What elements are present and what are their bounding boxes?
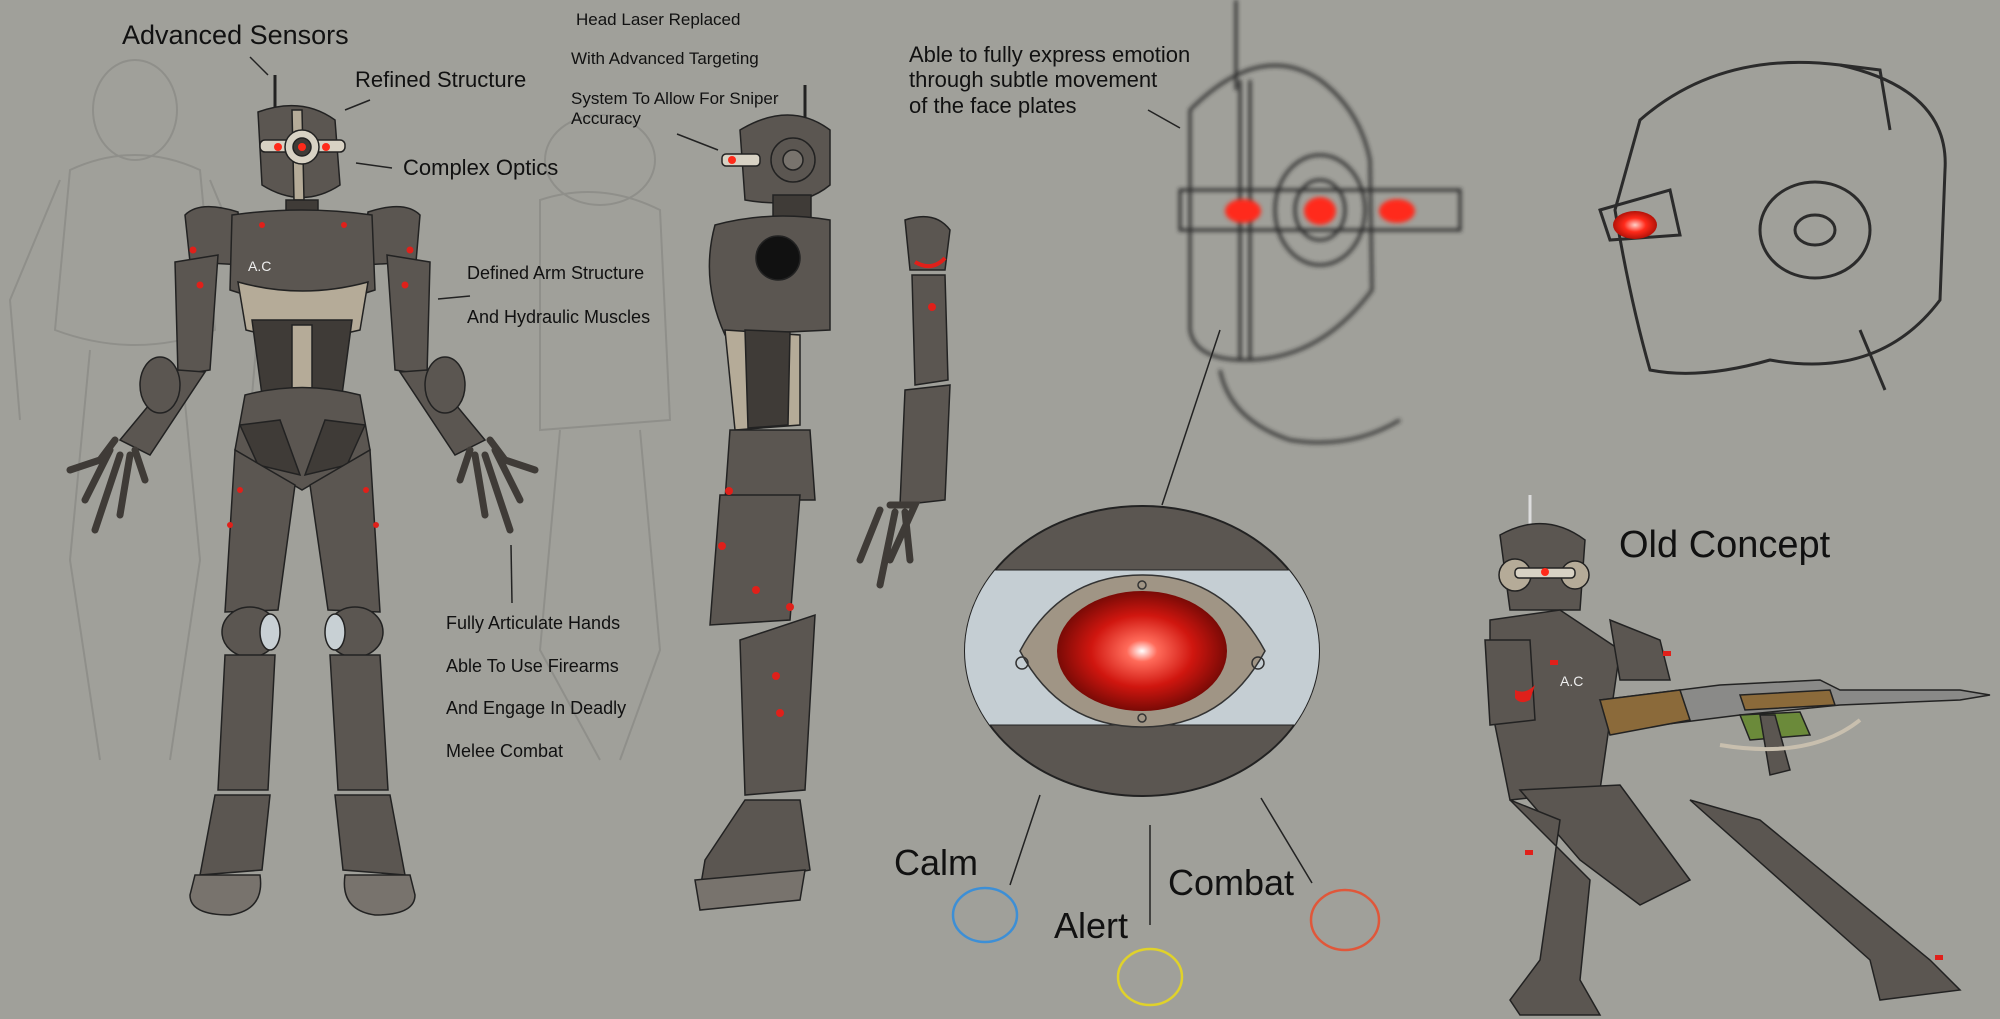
old-chest-marking: A.C [1560,673,1584,689]
defined-arm-label-1: Defined Arm Structure [467,263,645,283]
side-view-robot [694,85,951,911]
front-head-sketch [1178,0,1462,444]
alert-label: Alert [1054,905,1129,946]
leader-lines [249,56,1313,925]
old-concept-robot [1484,495,1991,1016]
advanced-sensors-label: Advanced Sensors [122,20,349,50]
side-head-sketch [1598,60,1947,391]
hands-label-3: And Engage In Deadly [446,698,627,718]
hands-label-4: Melee Combat [446,741,564,761]
background-sketch [8,59,672,761]
calm-label: Calm [894,842,979,883]
alert-indicator [1116,947,1184,1007]
defined-arm-label-2: And Hydraulic Muscles [467,307,651,327]
front-view-robot [66,75,539,916]
combat-label: Combat [1168,862,1295,903]
combat-indicator [1309,888,1381,952]
complex-optics-label: Complex Optics [403,155,559,180]
hands-label-2: Able To Use Firearms [446,656,619,676]
laser-label-3: System To Allow For Sniper Accuracy [571,89,779,128]
calm-indicator [951,886,1019,944]
eye-closeup [964,505,1320,797]
laser-label-1: Head Laser Replaced [576,10,741,29]
chest-marking: A.C [248,258,272,274]
hands-label-1: Fully Articulate Hands [446,613,621,633]
laser-label-2: With Advanced Targeting [571,49,759,68]
refined-structure-label: Refined Structure [355,67,527,92]
old-concept-title: Old Concept [1619,524,1831,566]
emotion-label: Able to fully express emotion through su… [909,42,1191,118]
front-head-eyes [1225,197,1415,225]
